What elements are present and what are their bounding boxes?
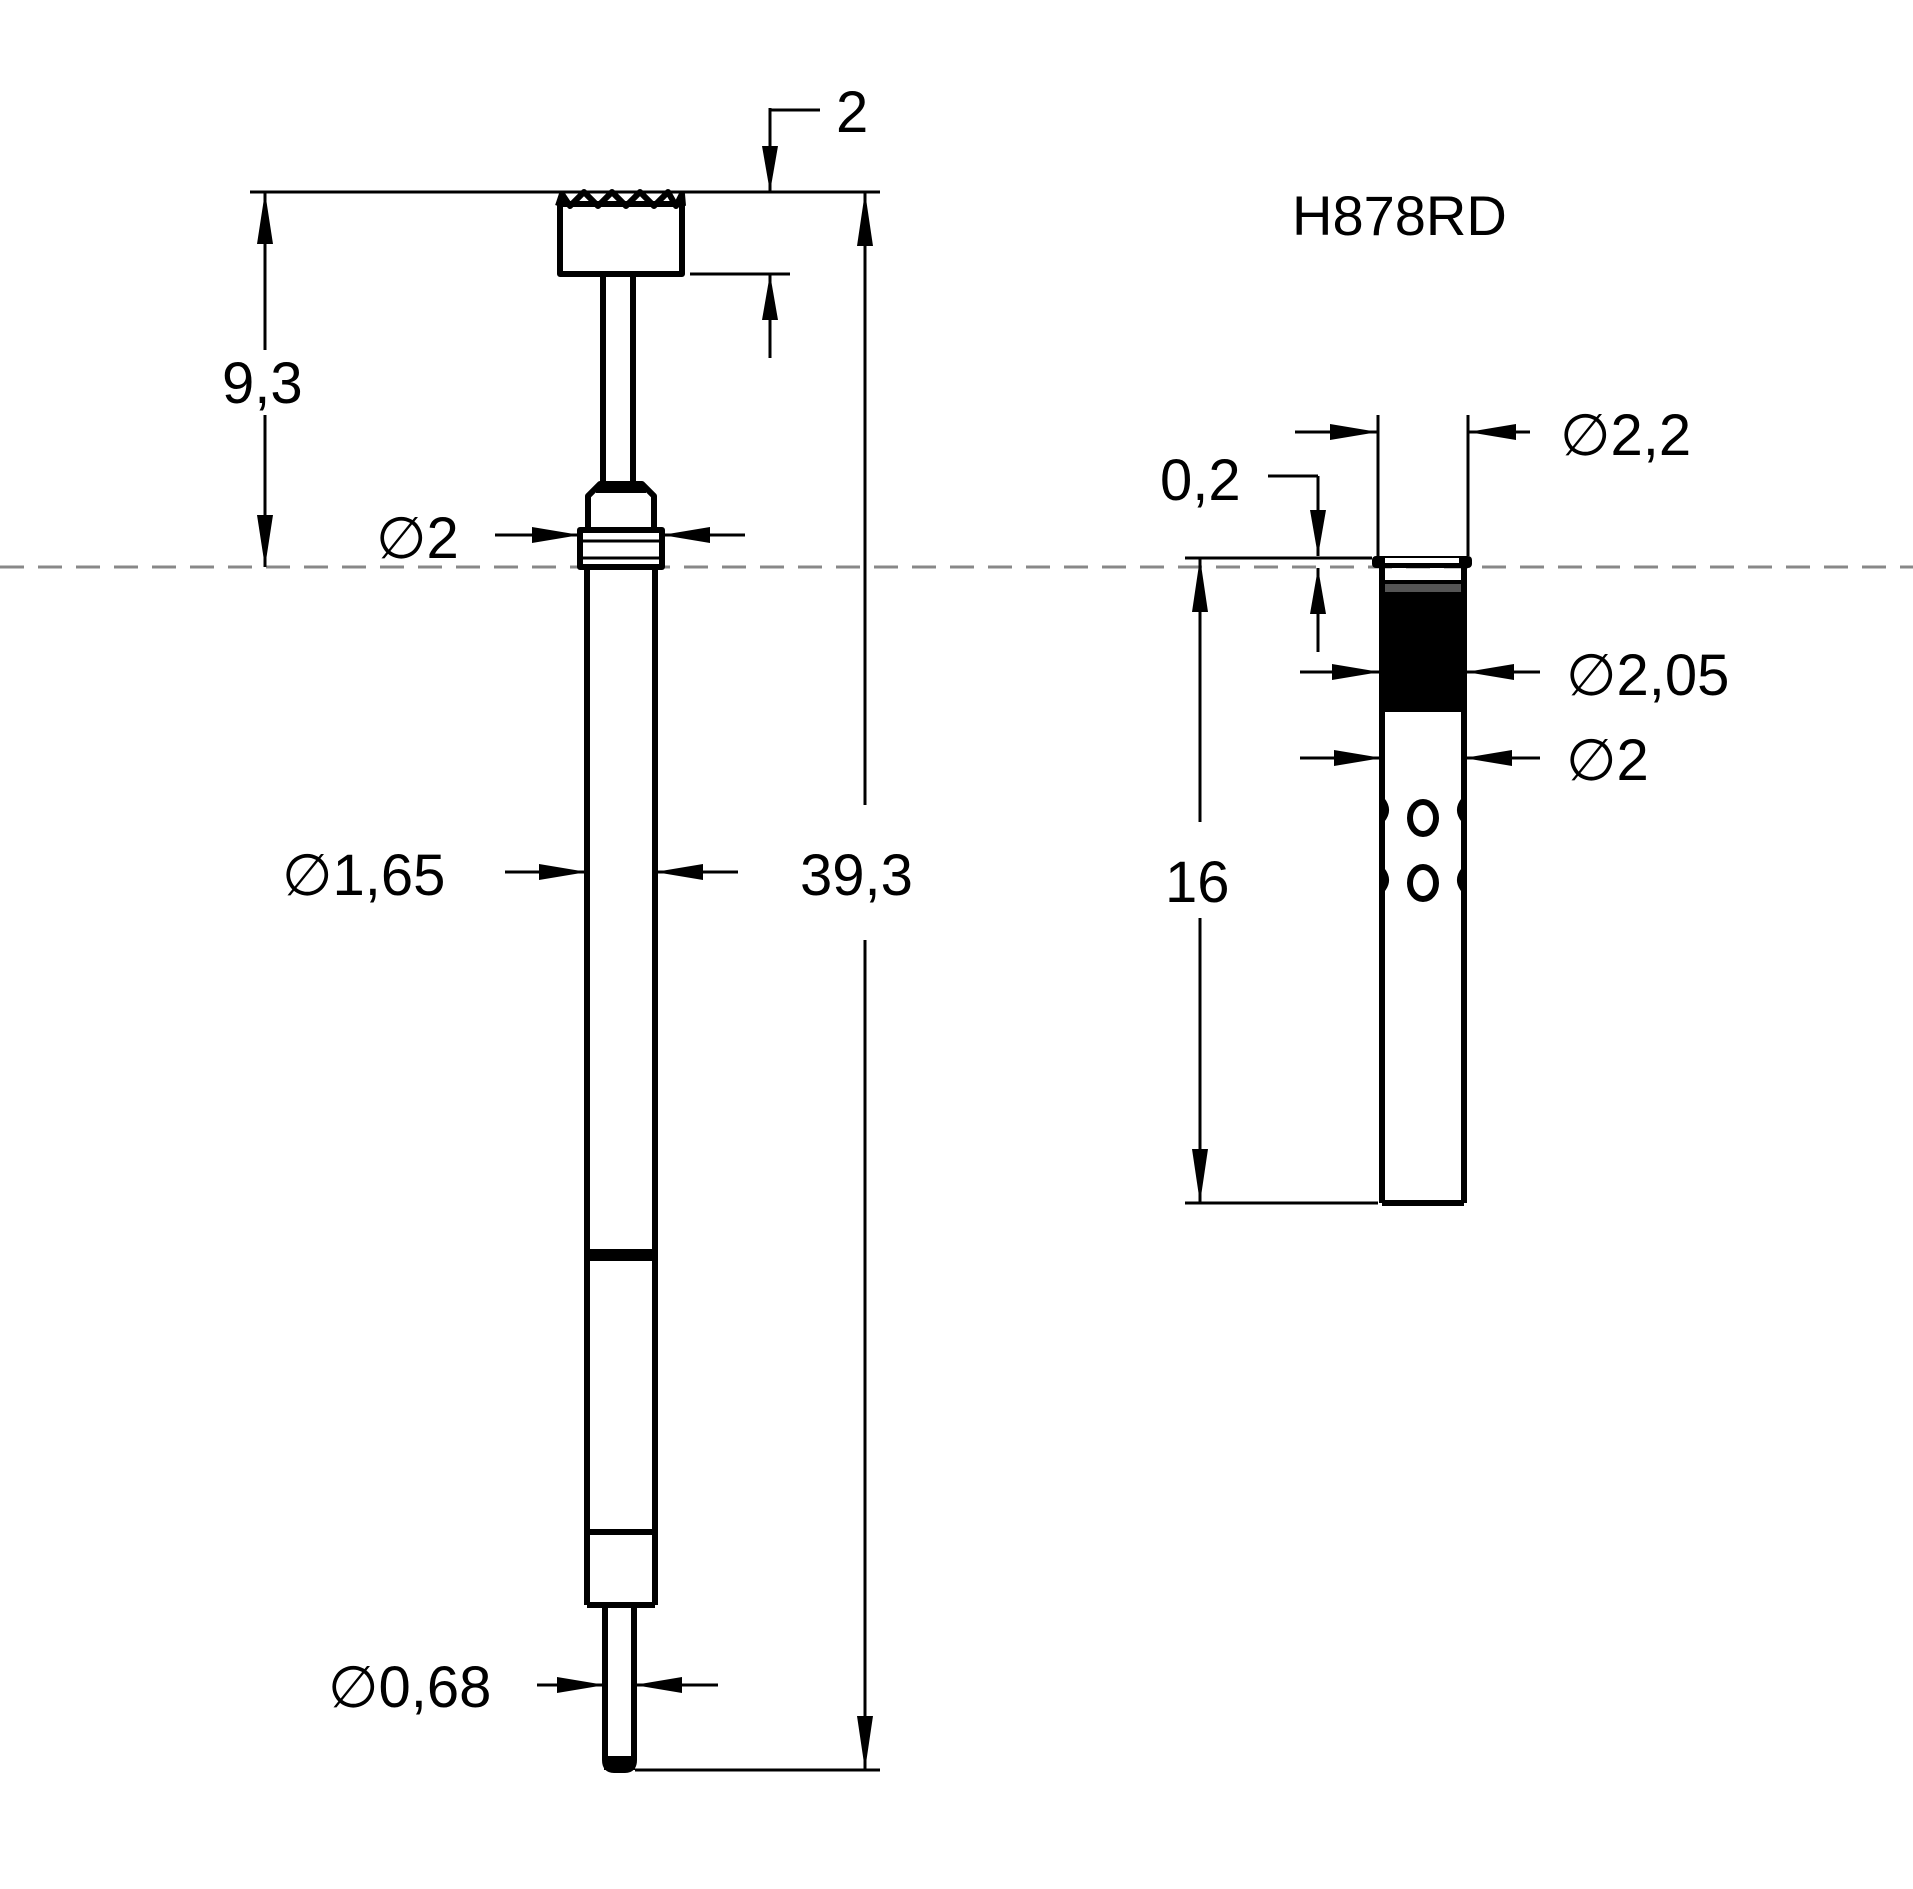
- receptacle-part: [1372, 556, 1472, 1206]
- crown-head: [557, 201, 685, 277]
- dim-outer-diameter: ∅2,2: [1560, 403, 1691, 468]
- dim-tip-height: 2: [836, 80, 868, 145]
- plunger-part: [555, 189, 686, 1773]
- tail: [602, 1605, 637, 1773]
- vent-hole: [1407, 864, 1439, 902]
- dim-collar-diameter: ∅2: [376, 506, 459, 571]
- dim-head-length: 9,3: [222, 351, 303, 416]
- dim-body-diameter: ∅2: [1566, 728, 1649, 793]
- dim-collar-height: 0,2: [1160, 448, 1241, 513]
- dim-total-length: 39,3: [800, 843, 913, 908]
- dim-knurl-diameter: ∅2,05: [1566, 643, 1729, 708]
- dim-barrel-diameter: ∅1,65: [282, 843, 445, 908]
- part-number-title: H878RD: [1292, 184, 1507, 247]
- receptacle-dimensions: ∅2,2 0,2 16 ∅2,05 ∅2: [1160, 403, 1729, 1205]
- plunger-dimensions: 9,3 2 39,3 ∅2 ∅1,65 ∅0,68: [222, 80, 913, 1772]
- dim-tail-diameter: ∅0,68: [328, 1655, 491, 1720]
- knurl-band: [1380, 580, 1466, 712]
- dim-length: 16: [1165, 850, 1230, 915]
- vent-hole: [1407, 799, 1439, 837]
